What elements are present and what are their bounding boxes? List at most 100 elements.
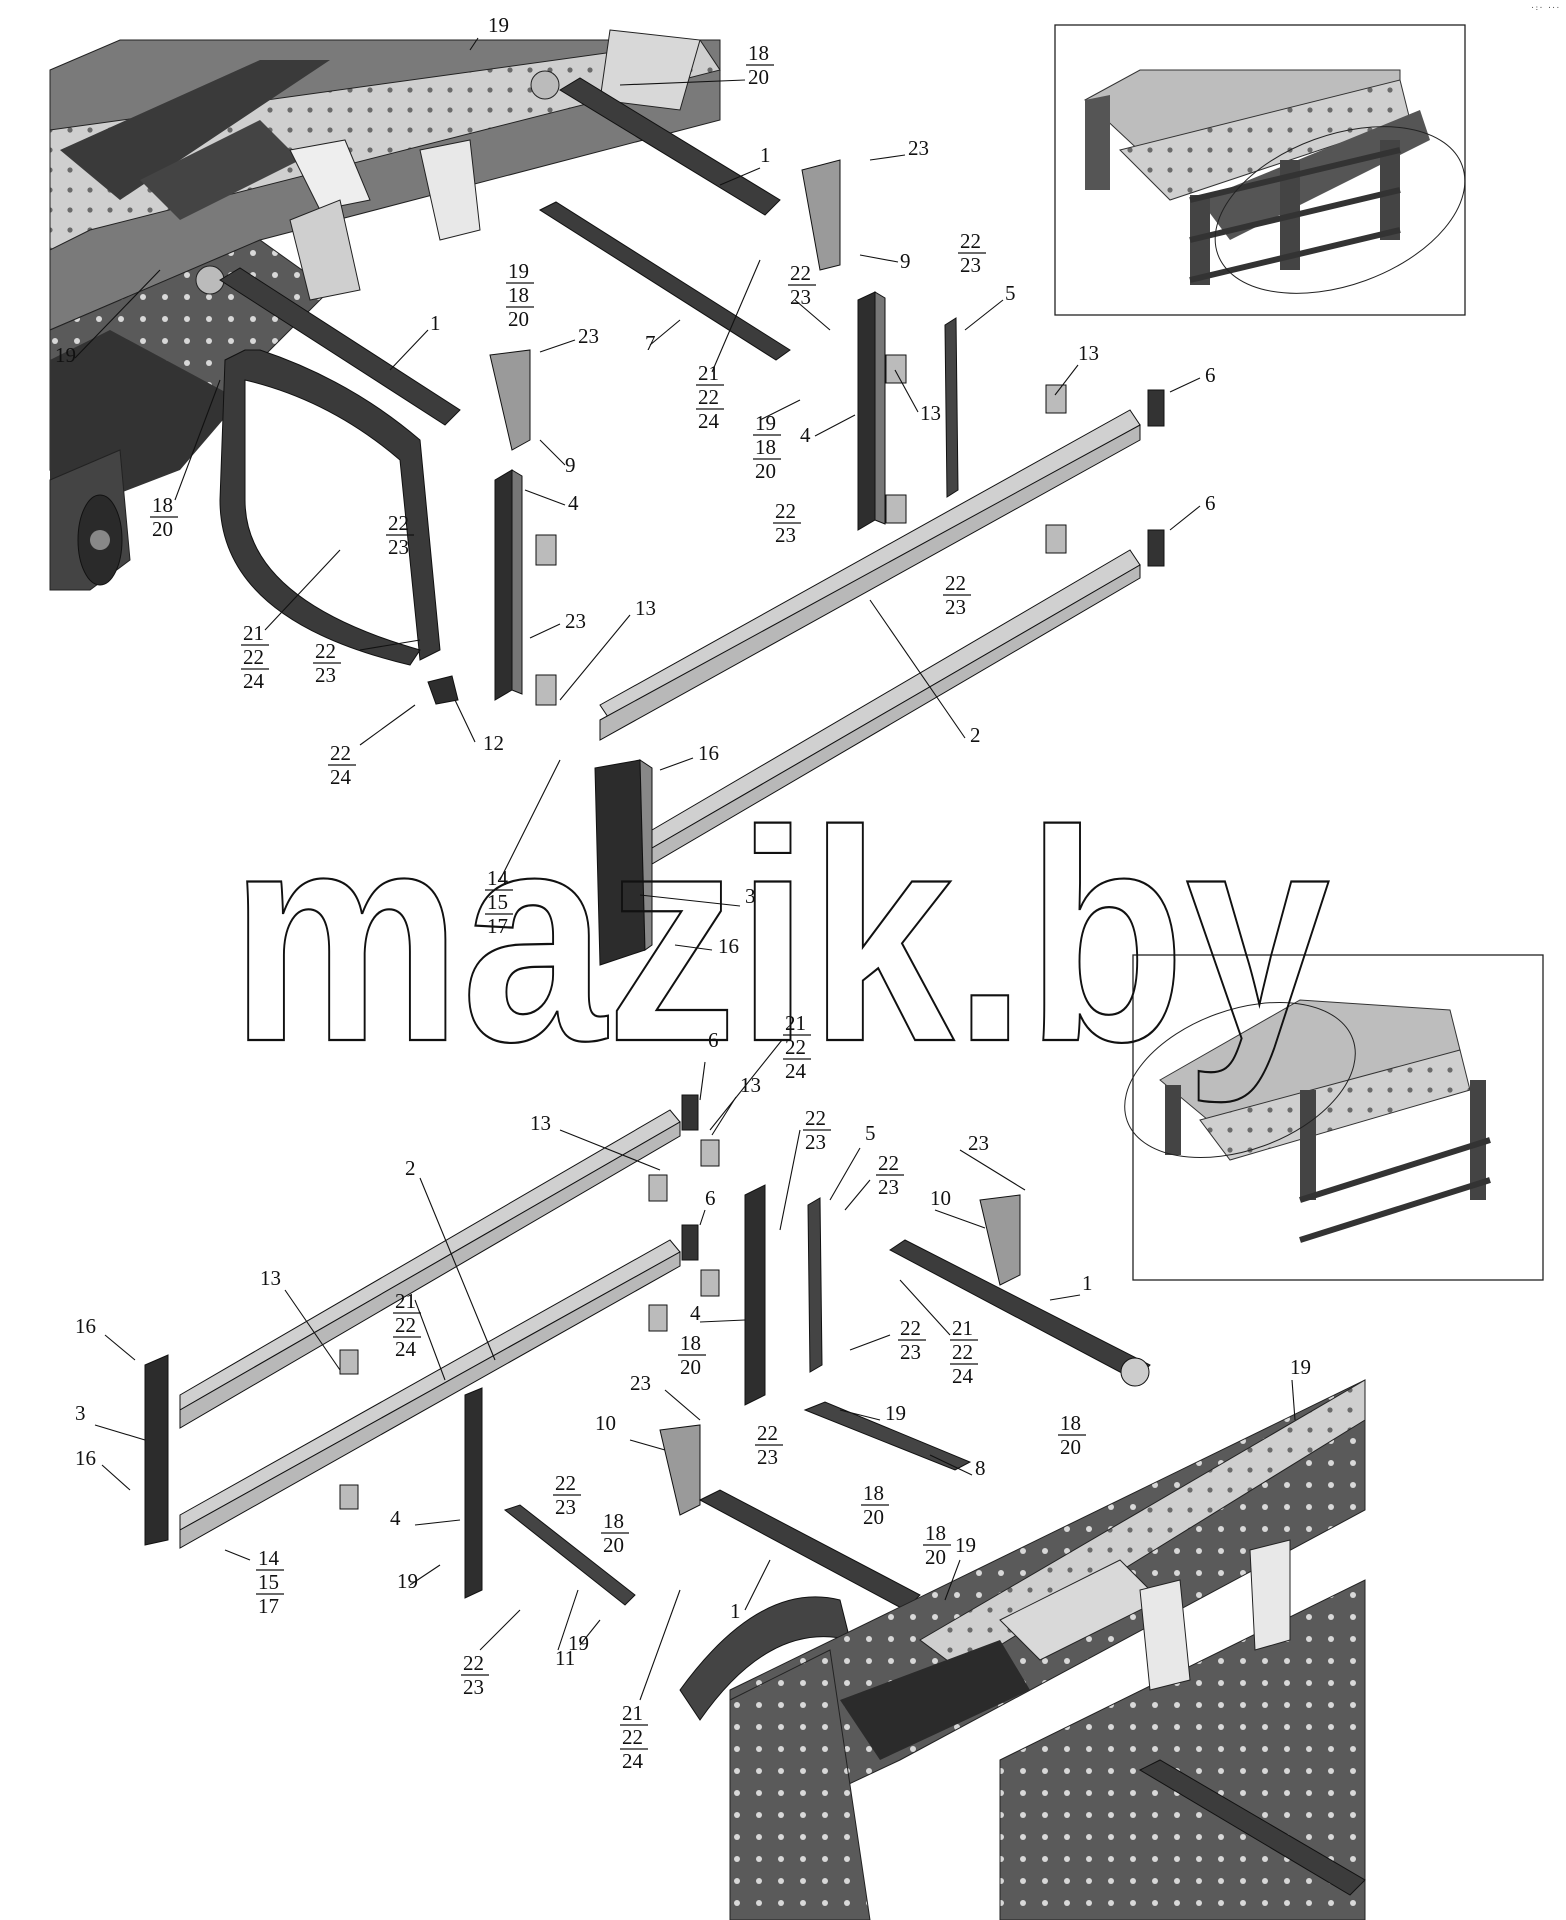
callout-number: 23 xyxy=(900,1340,921,1364)
leader-line xyxy=(579,1619,601,1646)
callout-number: 22 xyxy=(388,511,409,535)
callout: 13 xyxy=(635,596,656,620)
callout-number: 23 xyxy=(578,324,599,348)
callout: 13 xyxy=(260,1266,281,1290)
callout: 16 xyxy=(75,1314,96,1338)
callout-number: 16 xyxy=(698,741,719,765)
leader-line xyxy=(359,704,416,746)
callout-number: 4 xyxy=(690,1301,701,1325)
callout-number: 23 xyxy=(908,136,929,160)
callout-number: 20 xyxy=(1060,1435,1081,1459)
leader-line xyxy=(899,1279,951,1336)
leader-line xyxy=(1169,377,1201,393)
callout: 8 xyxy=(975,1456,986,1480)
leader-line xyxy=(659,757,694,771)
callout-number: 20 xyxy=(925,1545,946,1569)
callout-number: 19 xyxy=(885,1401,906,1425)
leader-line xyxy=(74,269,161,359)
callout-number: 22 xyxy=(463,1651,484,1675)
callout-number: 18 xyxy=(925,1521,946,1545)
callout-number: 18 xyxy=(755,435,776,459)
callout: 23 xyxy=(630,1371,651,1395)
callout-number: 21 xyxy=(395,1289,416,1313)
callout-number: 5 xyxy=(865,1121,876,1145)
cross-member-1-top xyxy=(219,77,791,426)
callout: 16 xyxy=(718,934,739,958)
callout-number: 4 xyxy=(568,491,579,515)
leader-line xyxy=(559,614,631,701)
leader-line xyxy=(719,167,761,186)
leader-line xyxy=(844,1179,871,1211)
leader-line xyxy=(814,414,856,437)
callout-number: 16 xyxy=(75,1314,96,1338)
callout: 13 xyxy=(920,401,941,425)
callout-number: 23 xyxy=(945,595,966,619)
callout-number: 21 xyxy=(952,1316,973,1340)
callout-number: 10 xyxy=(595,1411,616,1435)
leader-line xyxy=(539,439,566,466)
callout-number: 19 xyxy=(508,259,529,283)
leader-line xyxy=(557,1589,579,1651)
callout-number: 6 xyxy=(1205,363,1216,387)
callout-number: 18 xyxy=(863,1481,884,1505)
leader-line xyxy=(1169,505,1201,531)
callout-number: 6 xyxy=(1205,491,1216,515)
leader-line xyxy=(639,894,741,907)
callout-number: 22 xyxy=(775,499,796,523)
callout: 1 xyxy=(760,143,771,167)
callout-number: 23 xyxy=(790,285,811,309)
callout-number: 13 xyxy=(920,401,941,425)
callout: 1 xyxy=(1082,1271,1093,1295)
leader-line xyxy=(699,1319,746,1323)
callout-number: 22 xyxy=(945,571,966,595)
callout: 19 xyxy=(885,1401,906,1425)
callout-number: 22 xyxy=(805,1106,826,1130)
callout-number: 18 xyxy=(748,41,769,65)
leader-line xyxy=(414,1519,461,1526)
callout-number: 23 xyxy=(805,1130,826,1154)
leader-line xyxy=(389,329,429,371)
leader-line xyxy=(469,37,479,51)
callout-number: 23 xyxy=(757,1445,778,1469)
callout-number: 22 xyxy=(555,1471,576,1495)
callout-number: 19 xyxy=(955,1533,976,1557)
callout-number: 21 xyxy=(243,621,264,645)
callout-number: 22 xyxy=(330,741,351,765)
callout-number: 23 xyxy=(630,1371,651,1395)
leader-line xyxy=(869,154,906,161)
callout: 11 xyxy=(555,1646,575,1670)
callout: 23 xyxy=(908,136,929,160)
callout: 3 xyxy=(75,1401,86,1425)
leader-line xyxy=(849,1334,891,1351)
leader-line xyxy=(794,299,831,331)
leader-line xyxy=(559,1129,661,1171)
callout-number: 22 xyxy=(395,1313,416,1337)
leader-line xyxy=(479,1609,521,1651)
callout-number: 18 xyxy=(152,493,173,517)
callout-number: 23 xyxy=(388,535,409,559)
watermark-text: mazik.by xyxy=(230,768,1332,1106)
callout-number: 22 xyxy=(315,639,336,663)
leader-line xyxy=(529,623,561,639)
callout: 19 xyxy=(955,1533,976,1557)
leader-line xyxy=(1049,1294,1081,1301)
callout-number: 22 xyxy=(790,261,811,285)
callout-number: 18 xyxy=(680,1331,701,1355)
leader-line xyxy=(524,489,566,506)
callout-number: 20 xyxy=(508,307,529,331)
callout: 6 xyxy=(1205,363,1216,387)
callout: 12 xyxy=(483,731,504,755)
callout: 19 xyxy=(397,1569,418,1593)
callout-number: 23 xyxy=(463,1675,484,1699)
callout: 4 xyxy=(690,1301,701,1325)
